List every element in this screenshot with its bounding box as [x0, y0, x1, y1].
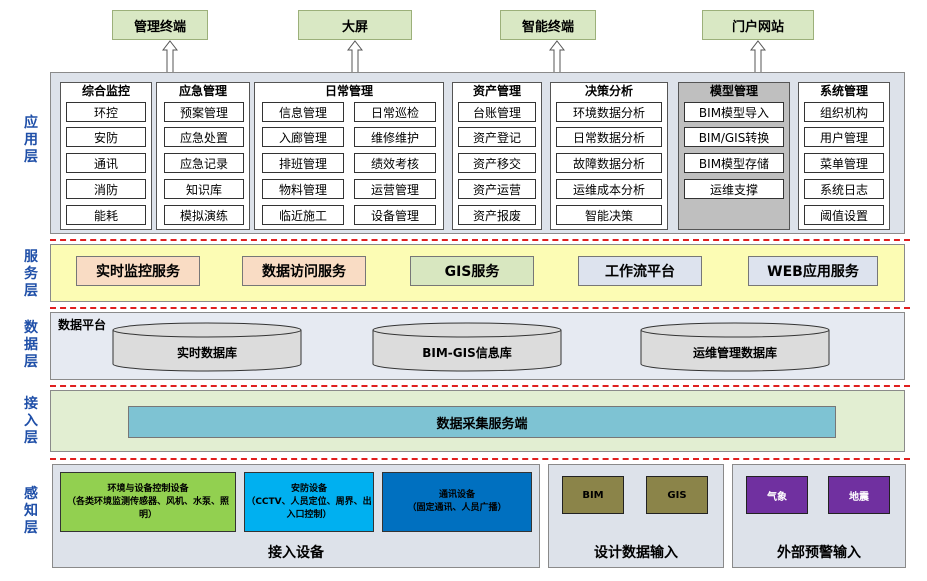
- item-drill[interactable]: 模拟演练: [164, 205, 244, 225]
- database-om: 运维管理数据库: [640, 322, 830, 372]
- device-security[interactable]: 安防设备 （CCTV、人员定位、周界、出入口控制）: [244, 472, 374, 532]
- item-bim-import[interactable]: BIM模型导入: [684, 102, 784, 122]
- service-data-access[interactable]: 数据访问服务: [242, 256, 366, 286]
- item-plan-management[interactable]: 预案管理: [164, 102, 244, 122]
- layer-label-perception: 感知层: [24, 485, 38, 536]
- database-icon: [640, 322, 830, 372]
- item-bim-storage[interactable]: BIM模型存储: [684, 153, 784, 173]
- layer-divider: [50, 385, 910, 387]
- item-energy[interactable]: 能耗: [66, 205, 146, 225]
- service-gis[interactable]: GIS服务: [410, 256, 534, 286]
- item-smart-decision[interactable]: 智能决策: [556, 205, 662, 225]
- database-label: BIM-GIS信息库: [422, 346, 512, 360]
- item-communication[interactable]: 通讯: [66, 153, 146, 173]
- terminal-management: 管理终端: [112, 10, 208, 40]
- module-title: 应急管理: [178, 84, 227, 98]
- item-fault-analysis[interactable]: 故障数据分析: [556, 153, 662, 173]
- device-title: 环境与设备控制设备: [107, 483, 189, 494]
- module-title: 模型管理: [709, 84, 758, 98]
- item-emergency-record[interactable]: 应急记录: [164, 153, 244, 173]
- item-security[interactable]: 安防: [66, 127, 146, 147]
- terminal-smart: 智能终端: [500, 10, 596, 40]
- item-emergency-response[interactable]: 应急处置: [164, 127, 244, 147]
- layer-divider: [50, 307, 910, 309]
- item-performance[interactable]: 绩效考核: [354, 153, 436, 173]
- item-info-management[interactable]: 信息管理: [262, 102, 344, 122]
- database-label: 实时数据库: [176, 346, 237, 360]
- service-web-app[interactable]: WEB应用服务: [748, 256, 878, 286]
- item-organization[interactable]: 组织机构: [804, 102, 884, 122]
- database-bim-gis: BIM-GIS信息库: [372, 322, 562, 372]
- layer-label-access: 接入层: [24, 395, 38, 446]
- service-workflow[interactable]: 工作流平台: [578, 256, 702, 286]
- item-shift-management[interactable]: 排班管理: [262, 153, 344, 173]
- data-collection-server[interactable]: 数据采集服务端: [128, 406, 836, 438]
- item-knowledge-base[interactable]: 知识库: [164, 179, 244, 199]
- layer-label-service: 服务层: [24, 248, 38, 299]
- device-env-control[interactable]: 环境与设备控制设备 （各类环境监测传感器、风机、水泵、照明）: [60, 472, 236, 532]
- item-asset-scrap[interactable]: 资产报废: [458, 205, 536, 225]
- item-asset-register[interactable]: 资产登记: [458, 127, 536, 147]
- item-om-support[interactable]: 运维支撑: [684, 179, 784, 199]
- terminal-big-screen: 大屏: [298, 10, 412, 40]
- access-devices-label: 接入设备: [268, 545, 324, 561]
- module-title: 日常管理: [324, 84, 373, 98]
- service-realtime-monitoring[interactable]: 实时监控服务: [76, 256, 200, 286]
- module-title: 资产管理: [472, 84, 521, 98]
- warning-input-weather[interactable]: 气象: [746, 476, 808, 514]
- item-menu-management[interactable]: 菜单管理: [804, 153, 884, 173]
- database-icon: [372, 322, 562, 372]
- warning-input-earthquake[interactable]: 地震: [828, 476, 890, 514]
- device-communication[interactable]: 通讯设备 （固定通讯、人员广播）: [382, 472, 532, 532]
- item-asset-operation[interactable]: 资产运营: [458, 179, 536, 199]
- item-threshold[interactable]: 阈值设置: [804, 205, 884, 225]
- item-nearby-construction[interactable]: 临近施工: [262, 205, 344, 225]
- device-sub: （固定通讯、人员广播）: [407, 503, 507, 513]
- design-input-gis[interactable]: GIS: [646, 476, 708, 514]
- device-sub: （CCTV、人员定位、周界、出入口控制）: [246, 496, 372, 520]
- item-cost-analysis[interactable]: 运维成本分析: [556, 179, 662, 199]
- item-operation-management[interactable]: 运营管理: [354, 179, 436, 199]
- item-maintenance[interactable]: 维修维护: [354, 127, 436, 147]
- item-user-management[interactable]: 用户管理: [804, 127, 884, 147]
- module-title: 综合监控: [81, 84, 130, 98]
- item-system-log[interactable]: 系统日志: [804, 179, 884, 199]
- item-asset-transfer[interactable]: 资产移交: [458, 153, 536, 173]
- design-input-label: 设计数据输入: [594, 545, 678, 561]
- device-title: 通讯设备: [438, 490, 475, 500]
- layer-divider: [50, 239, 910, 241]
- item-ledger[interactable]: 台账管理: [458, 102, 536, 122]
- item-env-control[interactable]: 环控: [66, 102, 146, 122]
- module-title: 系统管理: [819, 84, 868, 98]
- terminal-portal: 门户网站: [702, 10, 814, 40]
- layer-divider: [50, 458, 910, 460]
- data-platform-label: 数据平台: [58, 318, 107, 332]
- device-title: 安防设备: [290, 483, 327, 494]
- item-env-analysis[interactable]: 环境数据分析: [556, 102, 662, 122]
- item-material-management[interactable]: 物料管理: [262, 179, 344, 199]
- database-label: 运维管理数据库: [692, 346, 777, 360]
- layer-label-data: 数据层: [24, 319, 38, 370]
- layer-label-application: 应用层: [24, 114, 38, 165]
- device-sub: （各类环境监测传感器、风机、水泵、照明）: [66, 496, 229, 520]
- warning-input-label: 外部预警输入: [777, 545, 861, 561]
- module-title: 决策分析: [584, 84, 633, 98]
- item-bim-gis-convert[interactable]: BIM/GIS转换: [684, 127, 784, 147]
- database-icon: [112, 322, 302, 372]
- item-equipment-management[interactable]: 设备管理: [354, 205, 436, 225]
- item-daily-inspection[interactable]: 日常巡检: [354, 102, 436, 122]
- database-realtime: 实时数据库: [112, 322, 302, 372]
- item-daily-analysis[interactable]: 日常数据分析: [556, 127, 662, 147]
- item-fire[interactable]: 消防: [66, 179, 146, 199]
- design-input-bim[interactable]: BIM: [562, 476, 624, 514]
- item-entry-management[interactable]: 入廊管理: [262, 127, 344, 147]
